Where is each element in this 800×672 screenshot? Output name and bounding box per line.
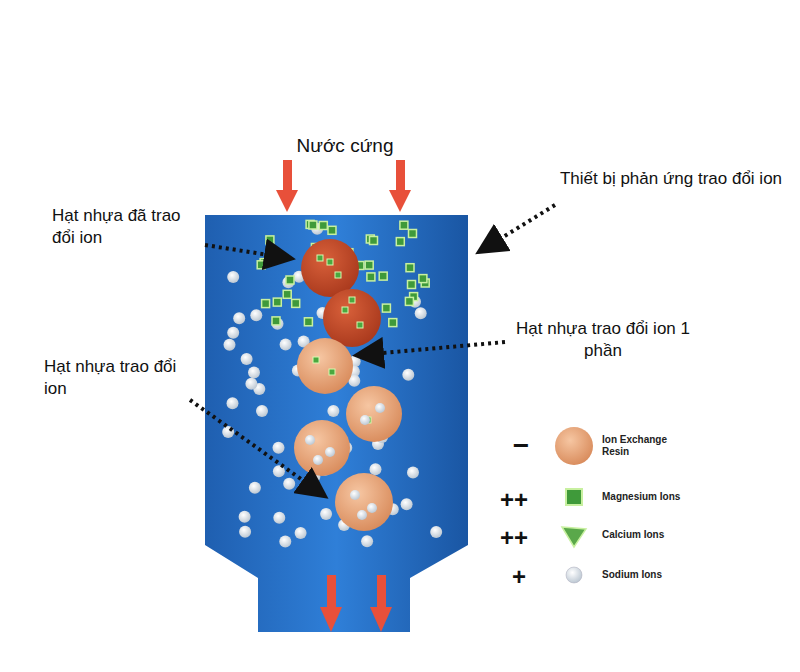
- legend-text: Calcium Ions: [602, 529, 697, 541]
- flow-arrows: [276, 160, 411, 632]
- legend-row: Ion Exchange Resin: [552, 426, 697, 466]
- callout-label: Thiết bị phản ứng trao đổi ion: [556, 168, 786, 190]
- legend-text: Sodium Ions: [602, 569, 697, 581]
- bead-ions: [305, 255, 385, 520]
- legend-sample: [552, 477, 596, 517]
- legend-row: Calcium Ions: [552, 515, 697, 555]
- legend-sample: [552, 426, 596, 466]
- legend-row: Sodium Ions: [552, 555, 697, 595]
- charge-sign: ++: [492, 522, 536, 553]
- callout-label: Hạt nhựa trao đổi ion: [44, 356, 184, 400]
- charge-sign: +: [506, 561, 532, 592]
- charge-sign: ++: [492, 484, 536, 515]
- callout-label: Hạt nhựa đã trao đổi ion: [52, 205, 192, 249]
- legend-text: Ion Exchange Resin: [602, 434, 697, 458]
- legend-row: Magnesium Ions: [552, 477, 697, 517]
- legend-text: Magnesium Ions: [602, 491, 697, 503]
- ion-particles: [222, 220, 442, 547]
- column-body: [205, 215, 468, 632]
- callout-label: Hạt nhựa trao đổi ion 1 phần: [508, 318, 698, 362]
- charge-sign: −: [508, 428, 534, 464]
- callout-label: Nước cứng: [260, 134, 430, 159]
- legend-sample: [552, 515, 596, 555]
- leader-lines: [190, 205, 555, 494]
- legend-sample: [552, 555, 596, 595]
